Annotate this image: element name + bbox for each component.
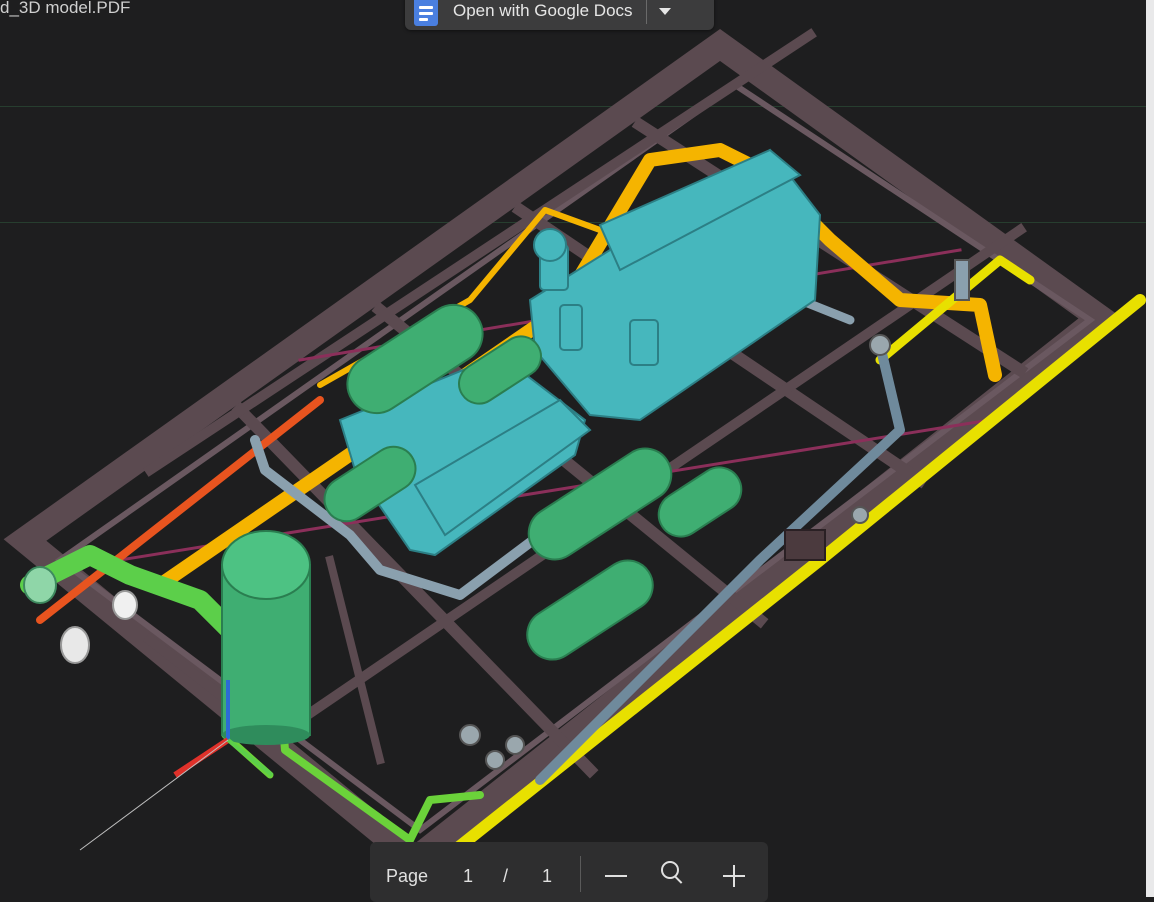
page-navigation-bar: Page 1 / 1 bbox=[370, 842, 768, 902]
button-divider bbox=[645, 0, 647, 24]
open-with-google-docs-button[interactable]: Open with Google Docs bbox=[405, 0, 714, 30]
scrollbar-edge bbox=[1146, 0, 1154, 897]
pipe-grey-main bbox=[250, 435, 565, 600]
open-with-dropdown[interactable] bbox=[647, 0, 683, 30]
page-label: Page bbox=[386, 866, 429, 886]
valves bbox=[23, 228, 970, 770]
docs-icon bbox=[414, 0, 438, 26]
pipe-green bbox=[20, 545, 250, 650]
open-with-label: Open with Google Docs bbox=[453, 1, 633, 20]
current-page-number[interactable]: 1 bbox=[463, 866, 474, 886]
page-separator: / bbox=[503, 866, 509, 886]
engine bbox=[528, 148, 822, 422]
cylinders bbox=[323, 303, 743, 661]
pipe-red bbox=[36, 396, 324, 624]
bar-divider bbox=[580, 856, 581, 892]
axis-triad bbox=[79, 680, 274, 851]
scrubber-vessel bbox=[221, 530, 311, 745]
pipe-yellow-right bbox=[875, 255, 1035, 365]
minus-icon[interactable] bbox=[602, 858, 630, 886]
pipe-grey-right bbox=[535, 340, 905, 785]
total-pages: 1 bbox=[542, 866, 553, 886]
caret-down-icon bbox=[658, 7, 671, 15]
file-title: d_3D model.PDF bbox=[0, 0, 131, 17]
grid-line bbox=[0, 106, 1146, 107]
plus-icon[interactable] bbox=[720, 858, 748, 887]
zoom-icon[interactable] bbox=[658, 858, 688, 888]
